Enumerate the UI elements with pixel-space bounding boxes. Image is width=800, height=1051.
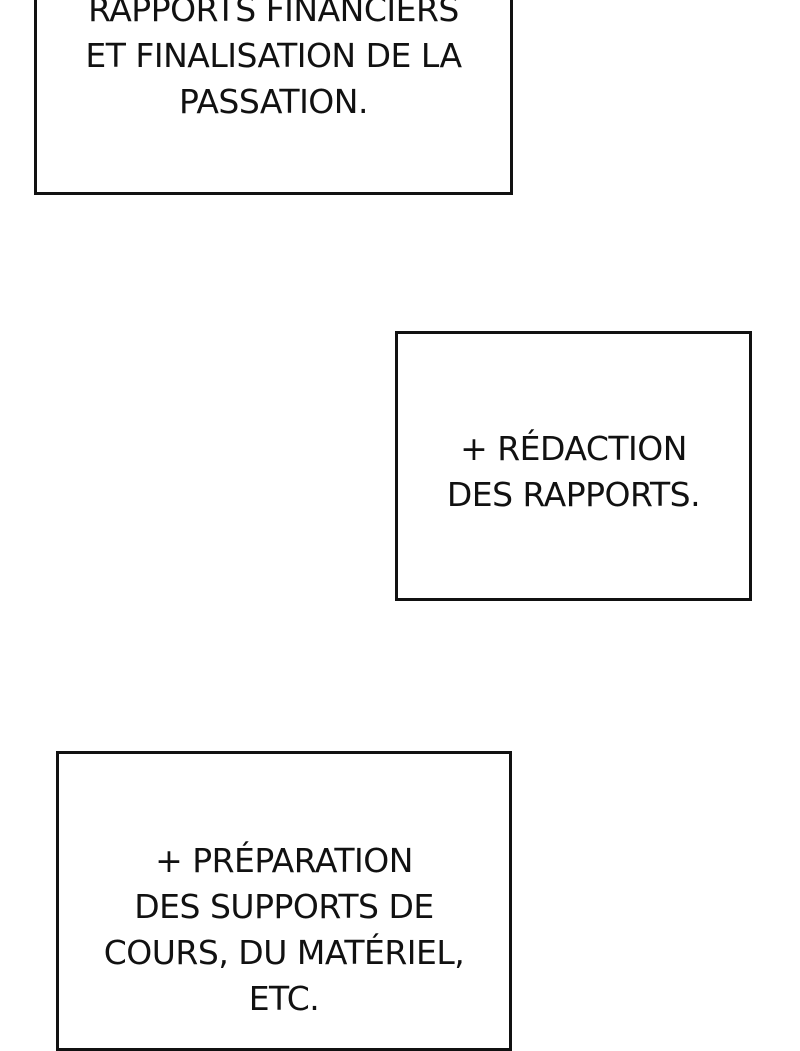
caption-box-course-preparation: + PRÉPARATION DES SUPPORTS DE COURS, DU … xyxy=(56,751,512,1051)
caption-text: + RÉDACTION DES RAPPORTS. xyxy=(398,426,749,518)
caption-line: ETC. xyxy=(248,979,320,1018)
caption-line: COURS, DU MATÉRIEL, xyxy=(103,933,465,972)
caption-line: + RÉDACTION xyxy=(460,429,687,468)
caption-line: RAPPORTS FINANCIERS xyxy=(88,0,459,29)
caption-text: RAPPORTS FINANCIERS ET FINALISATION DE L… xyxy=(37,0,510,125)
caption-line: DES SUPPORTS DE xyxy=(134,887,434,926)
caption-line: ET FINALISATION DE LA xyxy=(85,36,462,75)
caption-line: + PRÉPARATION xyxy=(155,841,413,880)
caption-line: DES RAPPORTS. xyxy=(446,475,701,514)
caption-box-report-writing: + RÉDACTION DES RAPPORTS. xyxy=(395,331,752,601)
caption-line: PASSATION. xyxy=(179,82,368,121)
caption-text: + PRÉPARATION DES SUPPORTS DE COURS, DU … xyxy=(59,838,509,1022)
caption-box-financial-reports: RAPPORTS FINANCIERS ET FINALISATION DE L… xyxy=(34,0,513,195)
